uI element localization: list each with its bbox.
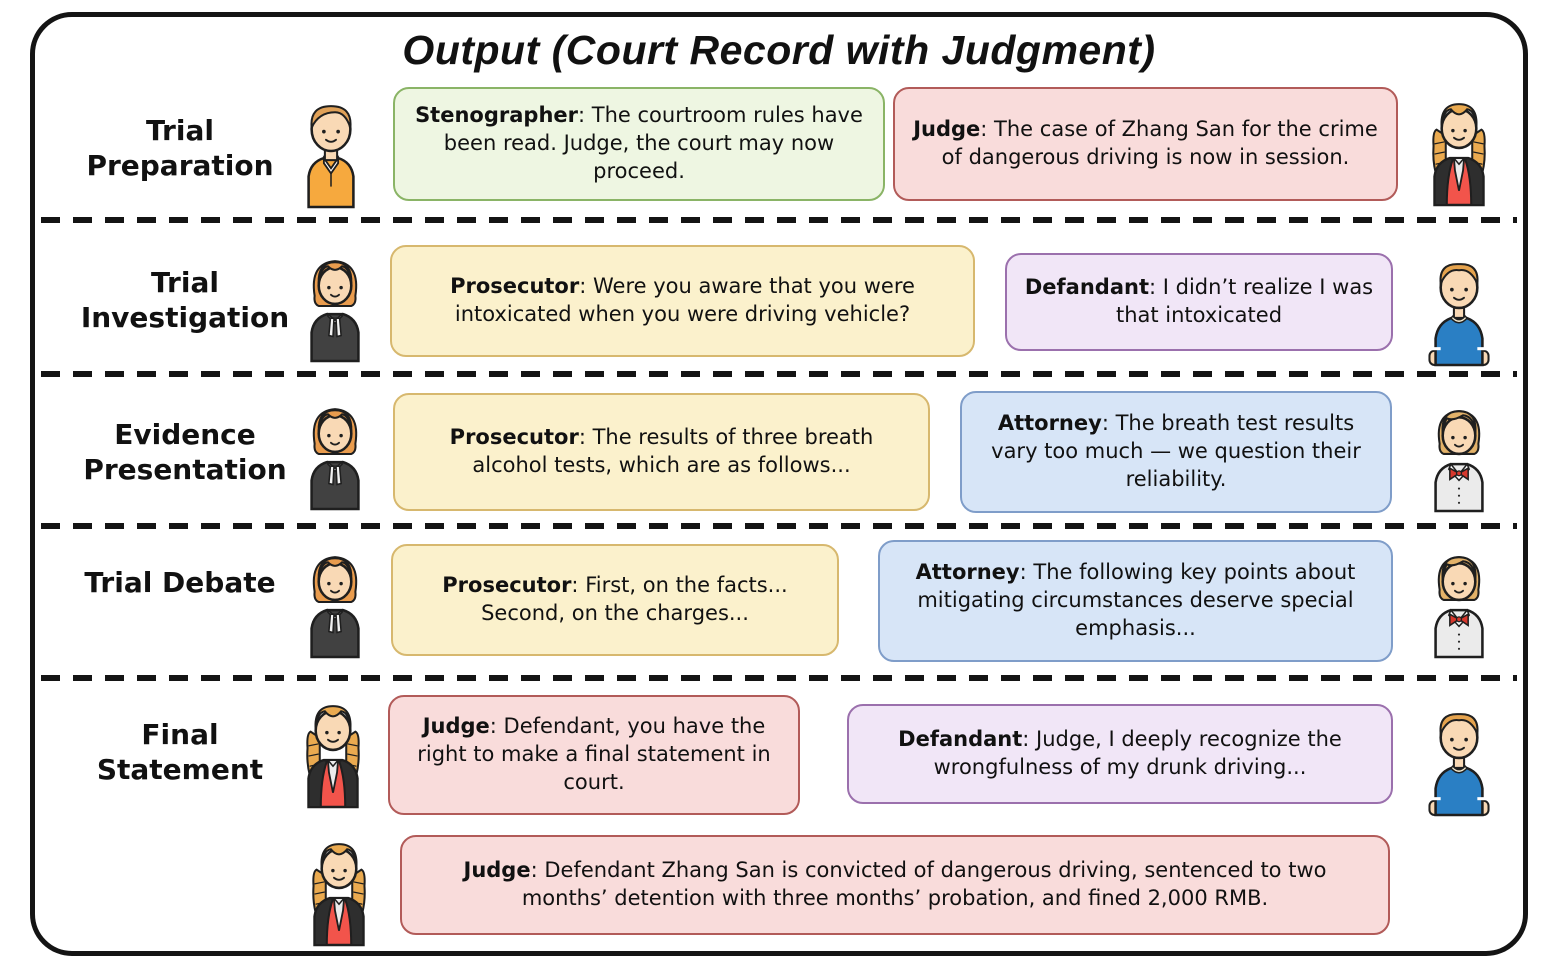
phase-separator	[41, 523, 1517, 529]
speech-text: The case of Zhang San for the crime of d…	[941, 117, 1378, 169]
bubble-prosecutor: Prosecutor: Were you aware that you were…	[390, 245, 975, 357]
bubble-judge: Judge: Defendant, you have the right to …	[388, 695, 800, 815]
colon: :	[1101, 411, 1116, 436]
bubble-text: Stenographer: The courtroom rules have b…	[411, 102, 867, 185]
speaker-name: Stenographer	[415, 103, 578, 128]
phase-separator	[41, 675, 1517, 681]
speech-text: The following key points about mitigatin…	[917, 560, 1356, 640]
judge-avatar-icon	[295, 697, 371, 809]
figure-title: Output (Court Record with Judgment)	[402, 27, 1156, 73]
speaker-name: Attorney	[915, 560, 1020, 585]
speech-text: First, on the facts... Second, on the ch…	[481, 573, 788, 625]
speaker-name: Attorney	[997, 411, 1102, 436]
speech-text: The results of three breath alcohol test…	[472, 425, 874, 477]
bubble-attorney: Attorney: The breath test results vary t…	[960, 391, 1392, 513]
bubble-text: Attorney: The following key points about…	[896, 559, 1375, 642]
speaker-name: Prosecutor	[442, 573, 572, 598]
defendant-avatar-icon	[1421, 705, 1497, 817]
judge-avatar-icon	[1421, 95, 1497, 207]
figure-frame: Output (Court Record with Judgment) Tria…	[30, 12, 1528, 956]
phase-label-evidence-presentation: Evidence Presentation	[83, 418, 287, 486]
bubble-text: Prosecutor: First, on the facts... Secon…	[409, 572, 821, 627]
colon: :	[579, 274, 593, 299]
stenographer-avatar-icon	[293, 97, 369, 209]
speech-text: The breath test results vary too much — …	[991, 411, 1361, 491]
bubble-stenographer: Stenographer: The courtroom rules have b…	[393, 87, 885, 201]
phase-separator	[41, 217, 1517, 223]
colon: :	[1022, 727, 1037, 752]
bubble-attorney: Attorney: The following key points about…	[878, 540, 1393, 662]
colon: :	[489, 714, 504, 739]
bubble-prosecutor: Prosecutor: The results of three breath …	[393, 393, 930, 511]
colon: :	[578, 425, 593, 450]
phase-label-final-statement: Final Statement	[96, 718, 264, 786]
colon: :	[1019, 560, 1034, 585]
colon: :	[980, 117, 995, 142]
phase-label-trial-investigation: Trial Investigation	[80, 266, 290, 334]
speech-text: I didn’t realize I was that intoxicated	[1115, 275, 1374, 327]
attorney-avatar-icon	[1421, 401, 1497, 513]
bubble-defendant: Defandant: Judge, I deeply recognize the…	[847, 704, 1393, 804]
speaker-name: Prosecutor	[450, 274, 580, 299]
speech-text: Defendant Zhang San is convicted of dang…	[521, 858, 1327, 910]
colon: :	[571, 573, 586, 598]
bubble-text: Judge: The case of Zhang San for the cri…	[911, 116, 1380, 171]
prosecutor-avatar-icon	[297, 399, 373, 511]
phase-separator	[41, 371, 1517, 377]
speaker-name: Defandant	[1024, 275, 1149, 300]
attorney-avatar-icon	[1421, 547, 1497, 659]
bubble-prosecutor: Prosecutor: First, on the facts... Secon…	[391, 544, 839, 656]
colon: :	[578, 103, 592, 128]
colon: :	[530, 858, 545, 883]
speech-text: Judge, I deeply recognize the wrongfulne…	[933, 727, 1342, 779]
prosecutor-avatar-icon	[297, 251, 373, 363]
speaker-name: Judge	[422, 714, 490, 739]
phase-label-trial-debate: Trial Debate	[84, 566, 276, 599]
bubble-text: Judge: Defendant, you have the right to …	[406, 713, 782, 796]
bubble-text: Defandant: I didn’t realize I was that i…	[1023, 274, 1375, 329]
speech-text: Were you aware that you were intoxicated…	[454, 274, 915, 326]
bubble-text: Judge: Defendant Zhang San is convicted …	[418, 857, 1372, 912]
bubble-text: Attorney: The breath test results vary t…	[978, 410, 1374, 493]
speaker-name: Judge	[463, 858, 531, 883]
judge-avatar-icon	[301, 835, 377, 947]
colon: :	[1149, 275, 1163, 300]
speech-text: Defendant, you have the right to make a …	[417, 714, 771, 794]
bubble-text: Prosecutor: Were you aware that you were…	[408, 273, 957, 328]
defendant-avatar-icon	[1421, 255, 1497, 367]
bubble-defendant: Defandant: I didn’t realize I was that i…	[1005, 253, 1393, 351]
speaker-name: Judge	[913, 117, 981, 142]
bubble-judge-verdict: Judge: Defendant Zhang San is convicted …	[400, 835, 1390, 935]
prosecutor-avatar-icon	[297, 547, 373, 659]
speaker-name: Defandant	[898, 727, 1023, 752]
speaker-name: Prosecutor	[449, 425, 579, 450]
bubble-text: Prosecutor: The results of three breath …	[411, 424, 912, 479]
bubble-judge: Judge: The case of Zhang San for the cri…	[893, 87, 1398, 201]
phase-label-trial-preparation: Trial Preparation	[86, 114, 274, 182]
bubble-text: Defandant: Judge, I deeply recognize the…	[865, 726, 1375, 781]
speech-text: The courtroom rules have been read. Judg…	[443, 103, 863, 183]
